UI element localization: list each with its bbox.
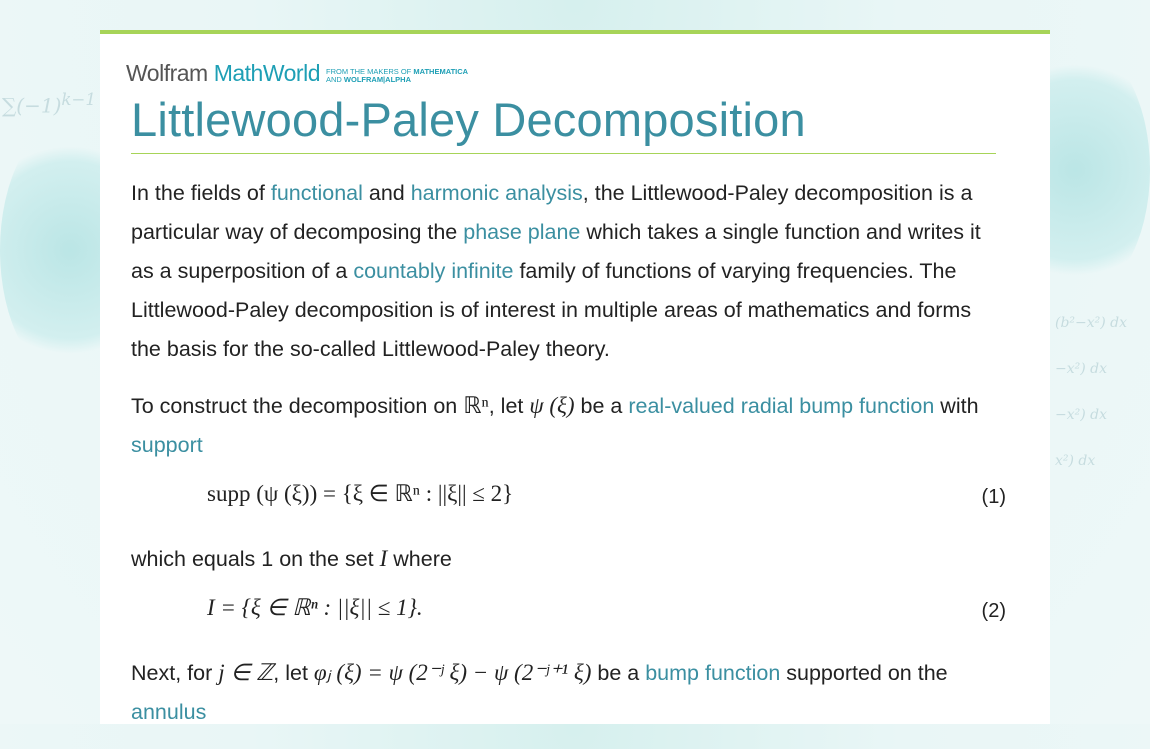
link-radial-bump-function[interactable]: real-valued radial bump function [628,394,935,418]
equation-2: I = {ξ ∈ ℝⁿ : ||ξ|| ≤ 1}. (2) [131,595,1006,636]
title-divider [131,153,996,154]
article-card: Wolfram MathWorld FROM THE MAKERS OF MAT… [100,30,1050,724]
link-support[interactable]: support [131,433,203,457]
paragraph: which equals 1 on the set I where [131,546,452,571]
inline-math: ψ (ξ) [529,393,575,418]
paragraph: To construct the decomposition on ℝⁿ, le… [131,393,979,457]
paragraph: Next, for j ∈ ℤ, let φⱼ (ξ) = ψ (2⁻ʲ ξ) … [131,660,948,724]
equation-formula: I = {ξ ∈ ℝⁿ : ||ξ|| ≤ 1}. [207,595,423,620]
inline-math: j ∈ ℤ [218,660,274,685]
mathworld-logo[interactable]: Wolfram MathWorld FROM THE MAKERS OF MAT… [126,60,468,87]
inline-math: ℝⁿ [463,393,489,418]
logo-mathworld: MathWorld [213,60,321,86]
link-countably-infinite[interactable]: countably infinite [353,259,514,283]
link-phase-plane[interactable]: phase plane [463,220,581,244]
link-harmonic-analysis[interactable]: harmonic analysis [410,181,583,205]
decorative-math: ∑(−1)k−1 [2,90,97,118]
link-functional[interactable]: functional [270,181,363,205]
article-body: In the fields of functional and harmonic… [131,174,1006,749]
equation-number: (1) [981,486,1006,508]
link-annulus[interactable]: annulus [131,700,207,724]
link-bump-function[interactable]: bump function [645,661,781,685]
equation-number: (2) [981,600,1006,622]
equation-1: supp (ψ (ξ)) = {ξ ∈ ℝⁿ : ||ξ|| ≤ 2} (1) [131,481,1006,522]
logo-wolfram: Wolfram [126,60,208,86]
inline-math: φⱼ (ξ) = ψ (2⁻ʲ ξ) − ψ (2⁻ʲ⁺¹ ξ) [313,660,592,685]
page-title: Littlewood-Paley Decomposition [131,93,806,146]
equation-formula: supp (ψ (ξ)) = {ξ ∈ ℝⁿ : ||ξ|| ≤ 2} [207,481,514,506]
inline-math: I [379,546,388,571]
paragraph: In the fields of functional and harmonic… [131,181,981,361]
